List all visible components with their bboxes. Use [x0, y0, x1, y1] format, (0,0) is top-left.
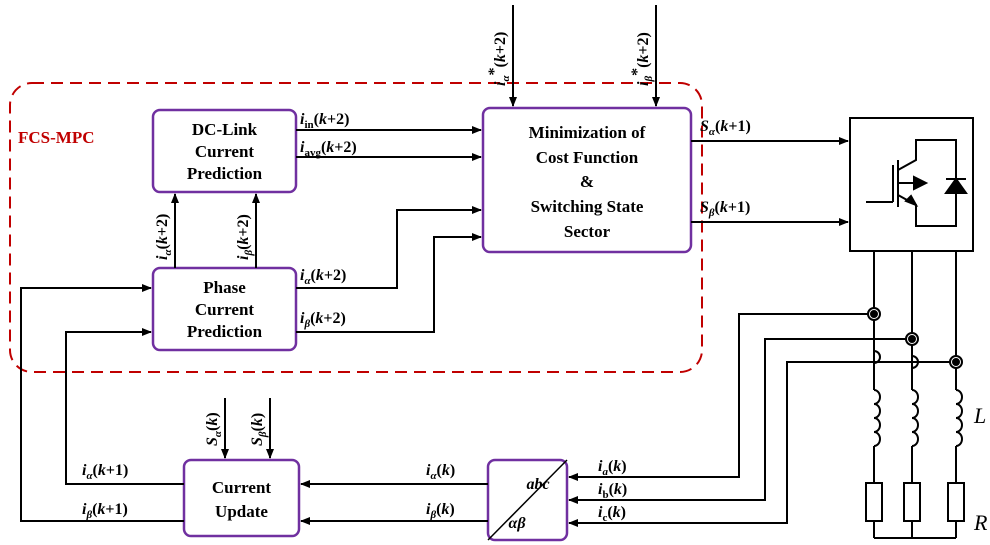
- i-beta-pred-label: iβ(k+2): [300, 310, 346, 330]
- current-update-block: Current Update: [182, 458, 301, 538]
- update-label-1: Current: [212, 478, 272, 497]
- resistor-boxes: [865, 482, 965, 522]
- i-alpha-k-label: iα(k): [426, 462, 455, 482]
- phase-label-1: Phase: [203, 278, 246, 297]
- i-beta-ref-label: iβ*(k+2): [629, 32, 655, 86]
- transform-abc-label: abc: [526, 476, 549, 493]
- dc-link-label-3: Prediction: [187, 164, 263, 183]
- s-beta-next-label: Sβ(k+1): [700, 199, 750, 219]
- dc-link-label-2: Current: [195, 142, 255, 161]
- i-beta-to-dc-label: iβ(k+2): [235, 214, 255, 260]
- cost-label-3: &: [580, 172, 594, 191]
- dc-link-label-1: DC-Link: [192, 120, 258, 139]
- s-alpha-k-label: Sα(k): [204, 412, 224, 446]
- resistor-label: R: [973, 510, 988, 535]
- abc-alphabeta-transform: abc αβ: [486, 458, 569, 542]
- i-in-label: iin(k+2): [300, 111, 349, 131]
- i-beta-k-label: iβ(k): [426, 501, 455, 521]
- i-avg-label: iavg(k+2): [300, 139, 357, 159]
- inductor-coils: [873, 389, 963, 447]
- igbt-diode-icon: [866, 139, 968, 227]
- inductor-label: L: [973, 403, 986, 428]
- signal-labels: iin(k+2) iavg(k+2) iα(k+2) iβ(k+2) Sα(k+…: [82, 32, 751, 524]
- phase-label-2: Current: [195, 300, 255, 319]
- update-label-2: Update: [215, 502, 268, 521]
- phase-prediction-block: Phase Current Prediction: [151, 266, 298, 352]
- i-c-label: ic(k): [598, 504, 626, 524]
- fcs-mpc-label: FCS-MPC: [18, 128, 94, 147]
- inverter-block: [849, 117, 974, 252]
- cost-label-5: Sector: [564, 222, 611, 241]
- cost-label-1: Minimization of: [529, 123, 646, 142]
- i-beta-next-label: iβ(k+1): [82, 501, 128, 521]
- i-alpha-ref-label: iα*(k+2): [486, 32, 512, 86]
- dc-link-prediction-block: DC-Link Current Prediction: [151, 108, 298, 194]
- phase-label-3: Prediction: [187, 322, 263, 341]
- cost-label-4: Switching State: [531, 197, 644, 216]
- wires: [20, 5, 957, 539]
- s-alpha-next-label: Sα(k+1): [700, 118, 751, 138]
- s-beta-k-label: Sβ(k): [249, 413, 269, 446]
- i-alpha-pred-label: iα(k+2): [300, 267, 346, 287]
- i-alpha-to-dc-label: iα(k+2): [154, 214, 174, 260]
- sensor-rings: [867, 307, 963, 369]
- fcs-mpc-region: [9, 82, 703, 373]
- i-b-label: ib(k): [598, 481, 627, 501]
- cost-label-2: Cost Function: [536, 148, 639, 167]
- i-a-label: ia(k): [598, 458, 627, 478]
- cost-function-block: Minimization of Cost Function & Switchin…: [481, 106, 693, 254]
- transform-alphabeta-label: αβ: [508, 515, 526, 532]
- i-alpha-next-label: iα(k+1): [82, 462, 128, 482]
